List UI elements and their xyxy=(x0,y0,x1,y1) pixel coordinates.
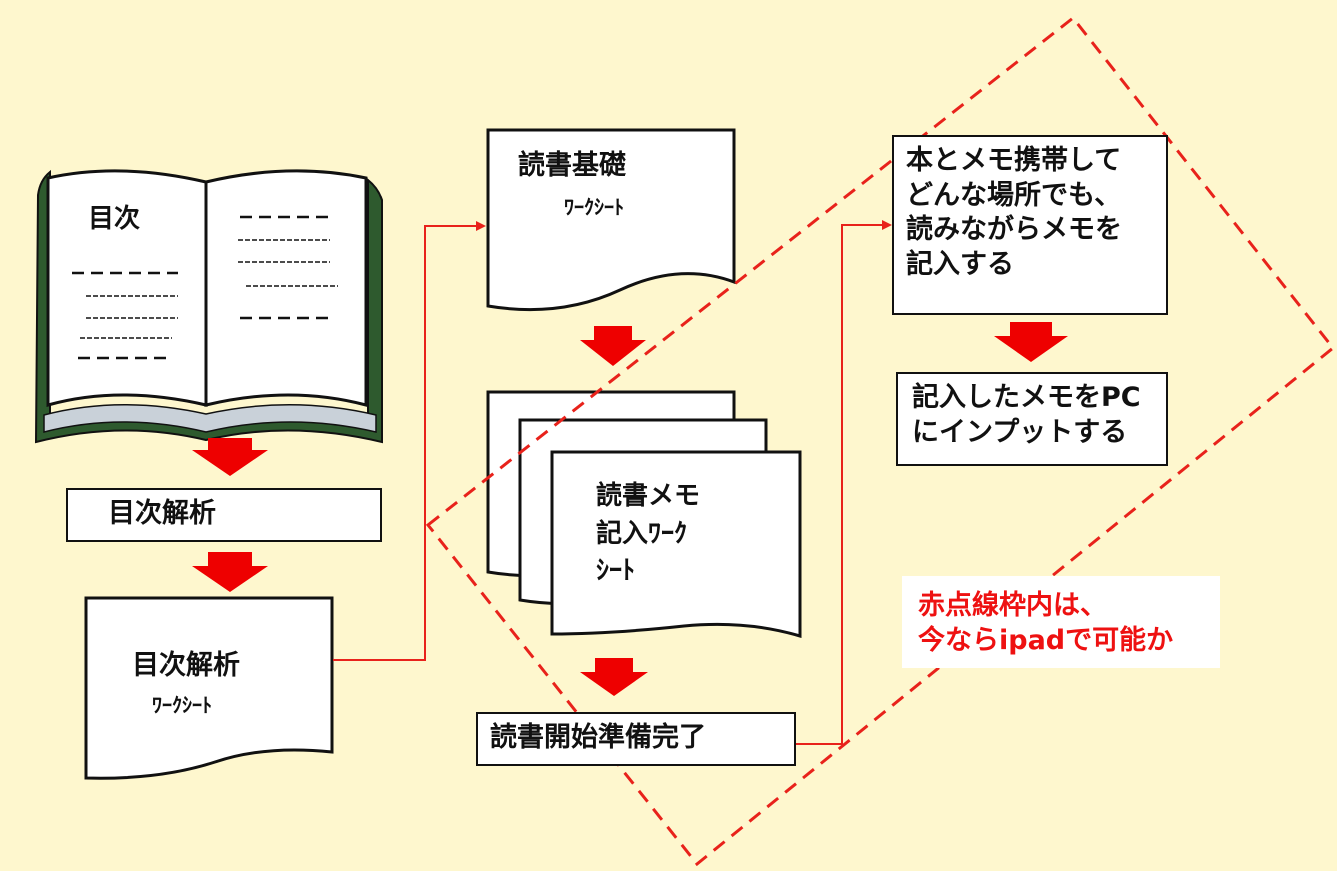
ready-box xyxy=(476,712,796,766)
ready-label: 読書開始準備完了 xyxy=(490,722,706,753)
arrow-head-icon xyxy=(882,220,892,230)
connectors xyxy=(333,224,890,745)
arrow-down-icon xyxy=(192,552,268,592)
input-pc-box xyxy=(896,372,1168,466)
arrow-down-icon xyxy=(580,326,646,366)
input-pc-label: 記入したメモをPC にインプットする xyxy=(912,382,1141,449)
arrow-down-icon xyxy=(994,322,1068,362)
connector-toc-to-basics xyxy=(333,225,484,661)
carry-memo-box xyxy=(892,135,1168,315)
arrow-down-icon xyxy=(580,658,648,696)
down-arrows xyxy=(192,322,1068,696)
toc-analysis-box xyxy=(66,488,382,542)
toc-sheet-document xyxy=(84,596,334,780)
memo-sheet-label: 読書メモ 記入ﾜｰｸ ｼｰﾄ xyxy=(596,481,701,587)
carry-memo-label: 本とメモ携帯して どんな場所でも、 読みながらメモを 記入する xyxy=(906,145,1122,280)
toc-analysis-label: 目次解析 xyxy=(108,498,216,529)
book-icon xyxy=(34,169,383,444)
book-page-edge xyxy=(43,404,377,433)
toc-sheet-subtitle: ﾜｰｸｼｰﾄ xyxy=(152,693,212,717)
book-title-label: 目次 xyxy=(88,204,141,234)
basics-sheet-subtitle: ﾜｰｸｼｰﾄ xyxy=(564,195,624,219)
basics-sheet-document xyxy=(486,128,736,312)
arrow-head-icon xyxy=(476,221,486,231)
book-right-page xyxy=(204,169,368,407)
note-box xyxy=(902,576,1220,668)
toc-sheet-title: 目次解析 xyxy=(132,650,240,681)
memo-sheet-document-front xyxy=(550,450,802,639)
basics-sheet-title: 読書基礎 xyxy=(518,150,626,181)
note-label: 赤点線枠内は、 今ならipadで可能か xyxy=(918,590,1174,657)
arrow-down-icon xyxy=(192,438,268,476)
connector-ready-to-carry xyxy=(796,224,890,745)
